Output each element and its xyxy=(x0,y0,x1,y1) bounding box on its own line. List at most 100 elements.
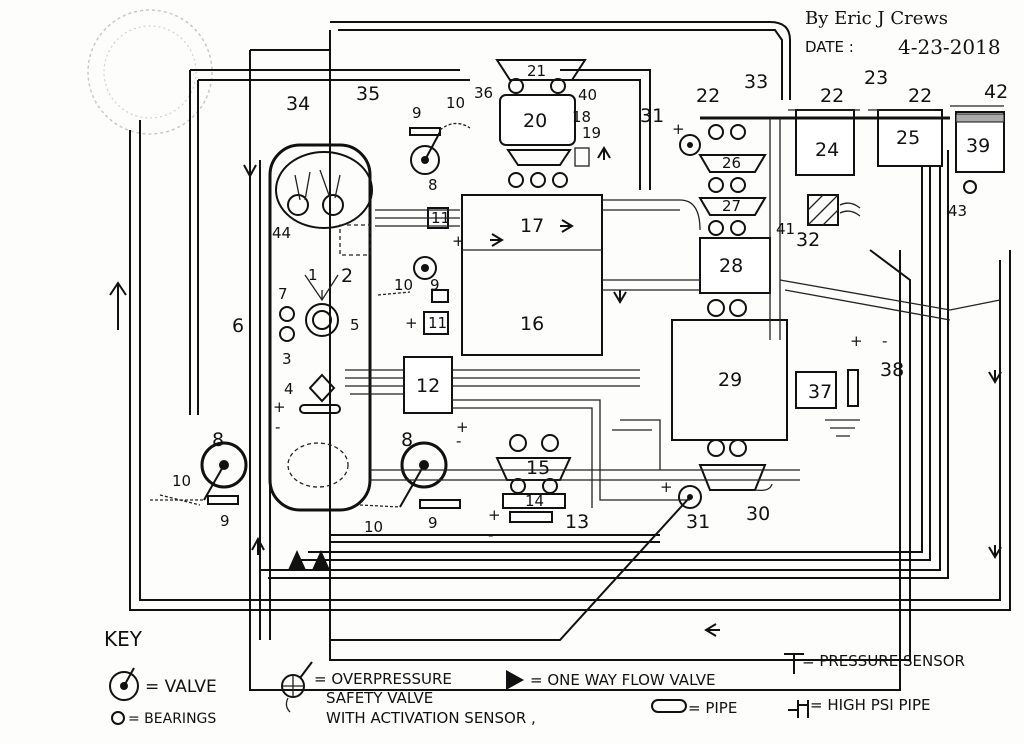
svg-text:+: + xyxy=(850,332,863,350)
label-17: 17 xyxy=(520,215,544,237)
label-2: 2 xyxy=(341,265,353,287)
one-way-valves xyxy=(288,550,330,570)
label-9-center: 9 xyxy=(428,514,438,532)
label-38: 38 xyxy=(880,359,904,381)
legend-valve-icon xyxy=(109,671,139,701)
label-22-c: 22 xyxy=(908,85,932,107)
valve-31-top xyxy=(679,134,701,156)
valve-31-bottom xyxy=(330,485,702,641)
label-43: 43 xyxy=(948,202,967,220)
unit-37-38 xyxy=(795,369,860,437)
label-10-left: 10 xyxy=(172,472,191,490)
legend-overpressure-text-2: SAFETY VALVE xyxy=(326,689,433,707)
legend-pipe-icon xyxy=(651,699,687,713)
label-37: 37 xyxy=(808,381,832,403)
wiring xyxy=(345,118,1001,508)
flow-arrows xyxy=(109,146,1002,637)
legend-high-psi-text: = HIGH PSI PIPE xyxy=(810,696,930,714)
component-labels: 1 2 3 4 5 6 7 8 8 8 9 9 9 9 10 10 10 10 … xyxy=(172,62,1008,536)
label-23: 23 xyxy=(864,67,888,89)
label-22-a: 22 xyxy=(696,85,720,107)
valve-mid-left xyxy=(377,256,437,296)
label-35: 35 xyxy=(356,83,380,105)
label-9-top: 9 xyxy=(412,104,422,122)
tanks-top-right xyxy=(700,105,1005,194)
author-name: By Eric J Crews xyxy=(805,8,948,29)
label-20: 20 xyxy=(523,110,547,132)
label-13: 13 xyxy=(565,511,589,533)
unit-20-21 xyxy=(495,59,590,188)
label-27: 27 xyxy=(722,197,741,215)
legend-bearings-icon xyxy=(111,711,125,725)
legend-pressure-sensor-icon xyxy=(784,653,804,674)
unit-26-27 xyxy=(698,124,767,236)
label-15: 15 xyxy=(526,457,550,479)
unit-29 xyxy=(671,319,788,457)
label-29: 29 xyxy=(718,369,742,391)
label-34: 34 xyxy=(286,93,310,115)
label-22-b: 22 xyxy=(820,85,844,107)
label-7: 7 xyxy=(278,285,288,303)
label-9-mid: 9 xyxy=(430,276,440,294)
svg-text:+: + xyxy=(488,506,501,524)
main-chamber xyxy=(268,143,373,512)
label-41: 41 xyxy=(776,220,795,238)
legend-overpressure-text-3: WITH ACTIVATION SENSOR , xyxy=(326,709,536,727)
date-value: 4-23-2018 xyxy=(898,35,1001,59)
label-5: 5 xyxy=(350,316,360,334)
legend-title: KEY xyxy=(104,627,143,651)
label-10-top: 10 xyxy=(446,94,465,112)
label-33: 33 xyxy=(744,71,768,93)
label-36: 36 xyxy=(474,84,493,102)
label-12: 12 xyxy=(416,375,440,397)
label-6: 6 xyxy=(232,315,244,337)
legend-pipe-text: = PIPE xyxy=(688,699,737,717)
date-label: DATE : xyxy=(805,38,854,56)
label-8-left: 8 xyxy=(212,429,224,451)
label-8-center: 8 xyxy=(401,429,413,451)
label-9-left: 9 xyxy=(220,512,230,530)
label-11-top: 11 xyxy=(431,209,450,227)
svg-text:-: - xyxy=(275,418,280,436)
label-14: 14 xyxy=(525,492,544,510)
label-32: 32 xyxy=(796,229,820,251)
label-10-center: 10 xyxy=(364,518,383,536)
label-11-mid: 11 xyxy=(428,314,447,332)
valve-8-left xyxy=(150,441,248,506)
label-42: 42 xyxy=(984,81,1008,103)
label-19: 19 xyxy=(582,124,601,142)
block-16-17 xyxy=(461,194,603,356)
label-28: 28 xyxy=(719,255,743,277)
label-18: 18 xyxy=(572,108,591,126)
label-31-top: 31 xyxy=(640,105,664,127)
svg-text:-: - xyxy=(456,432,461,450)
legend: KEY = VALVE = BEARINGS = OVERPRESSURE SA… xyxy=(104,627,965,727)
svg-text:+: + xyxy=(273,398,286,416)
svg-text:+: + xyxy=(660,478,673,496)
label-16: 16 xyxy=(520,313,544,335)
legend-valve-text: = VALVE xyxy=(145,677,217,697)
label-1: 1 xyxy=(308,266,318,284)
svg-text:+: + xyxy=(452,232,465,250)
legend-pressure-sensor-text: = PRESSURE SENSOR xyxy=(802,652,965,670)
controllers xyxy=(403,207,453,414)
exchanger-32 xyxy=(807,194,861,226)
unit-30 xyxy=(698,464,773,492)
author-block: By Eric J Crews DATE : 4-23-2018 xyxy=(805,8,1001,59)
label-24: 24 xyxy=(815,139,839,161)
legend-bearings-text: = BEARINGS xyxy=(128,711,216,727)
svg-text:-: - xyxy=(488,526,493,544)
valve-8-top xyxy=(409,122,471,175)
label-25: 25 xyxy=(896,127,920,149)
legend-overpressure-text-1: = OVERPRESSURE xyxy=(314,670,452,688)
legend-one-way-icon xyxy=(506,670,524,690)
label-21: 21 xyxy=(527,62,546,80)
label-10-mid: 10 xyxy=(394,276,413,294)
label-30: 30 xyxy=(746,503,770,525)
label-44: 44 xyxy=(272,224,291,242)
label-39: 39 xyxy=(966,135,990,157)
outer-pipe-loops xyxy=(129,21,1011,691)
legend-high-psi-icon xyxy=(788,700,809,718)
